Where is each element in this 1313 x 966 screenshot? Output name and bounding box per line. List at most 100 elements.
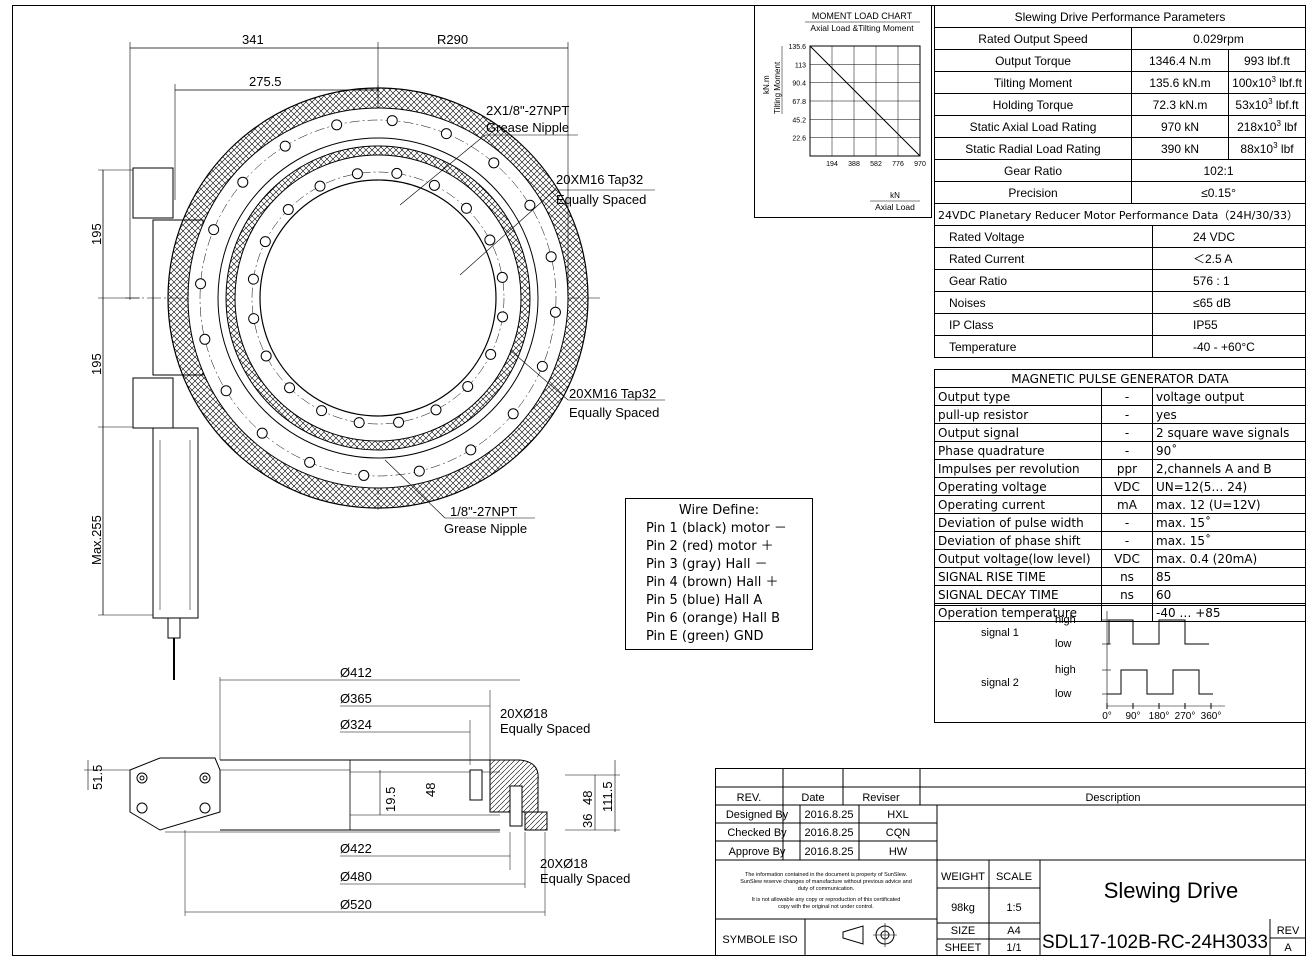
dim-max255: Max.255	[89, 515, 104, 565]
motor-value: ＜2.5 A	[1152, 247, 1306, 270]
outer-bolt-hole	[549, 306, 561, 318]
mpg-label: Output signal	[934, 423, 1102, 442]
mpg-header: MAGNETIC PULSE GENERATOR DATA	[934, 369, 1306, 388]
tb-designed-by: HXL	[887, 809, 908, 821]
outer-bolt-hole	[413, 465, 425, 477]
mpg-value: 90˚	[1152, 441, 1306, 460]
mpg-row: Deviation of pulse width-max. 15˚	[934, 513, 1306, 532]
dim-d422: Ø422	[340, 841, 372, 856]
signal-angle-label: 0°	[1102, 711, 1112, 722]
outer-bolt-hole	[220, 385, 232, 397]
tb-symbole-label: SYMBOLE ISO	[722, 934, 798, 946]
tb-notice-2: SunSlew reserve changes of manufacture w…	[740, 879, 912, 885]
inner-bolt-hole	[248, 313, 260, 325]
inner-bolt-hole	[496, 271, 508, 283]
chart-subtitle: Axial Load &Tilting Moment	[810, 23, 914, 33]
outer-bolt-hole	[465, 444, 477, 456]
performance-value-imperial: 53x103 lbf.ft	[1228, 93, 1306, 116]
chart-ytick-label: 90.4	[792, 81, 806, 88]
performance-label: Holding Torque	[934, 93, 1132, 116]
performance-value-metric: 135.6 kN.m	[1131, 71, 1229, 94]
motor-label: Rated Current	[934, 247, 1153, 270]
tb-designed-date: 2016.8.25	[805, 809, 854, 821]
mpg-label: pull-up resistor	[934, 405, 1102, 424]
motor-row: Noises≤65 dB	[934, 291, 1306, 314]
motor-row: Temperature-40 - +60°C	[934, 335, 1306, 358]
mpg-label: Output type	[934, 387, 1102, 406]
outer-bolt-hole	[195, 278, 207, 290]
tb-notice-3: duty of communication.	[798, 886, 855, 892]
motor-value: 576 : 1	[1152, 269, 1306, 292]
tb-designed-label: Designed By	[726, 809, 789, 821]
performance-value: 102:1	[1131, 159, 1306, 182]
chart-xtick-label: 582	[870, 161, 882, 168]
tb-rev2-header: REV	[1277, 925, 1300, 937]
mpg-value: 2,channels A and B	[1152, 459, 1306, 478]
tb-approve-label: Approve By	[729, 846, 786, 858]
signal-angle-label: 270°	[1175, 711, 1196, 722]
inner-bolt-hole	[460, 202, 472, 214]
mpg-value: max. 15˚	[1152, 531, 1306, 550]
wire-define-title: Wire Define:	[678, 503, 760, 518]
inner-bolt-hole	[462, 380, 474, 392]
chart-ytick-label: 135.6	[788, 44, 806, 51]
performance-value: 0.029rpm	[1131, 27, 1306, 50]
outer-bolt-hole	[507, 408, 519, 420]
dim-36: 36	[580, 814, 595, 828]
outer-bolt-hole	[199, 333, 211, 345]
iso-projection-icon	[842, 923, 897, 947]
dim-111: 111.5	[600, 781, 615, 812]
tb-sheet-header: SHEET	[945, 942, 982, 954]
signal-angle-ticks: 0°90°180°270°360°	[1102, 703, 1221, 722]
signal-2-label: signal 2	[981, 677, 1019, 689]
tb-date-header: Date	[801, 792, 824, 804]
tb-scale: 1:5	[1006, 902, 1021, 914]
tb-approve-by: HW	[889, 846, 908, 858]
dim-51: 51.5	[90, 765, 105, 790]
mpg-label: Impulses per revolution	[934, 459, 1102, 478]
side-view: Ø412 Ø365 Ø324 20XØ18 Equally Spaced 111…	[84, 665, 630, 916]
performance-value-imperial: 218x103 lbf	[1228, 115, 1306, 138]
performance-table: Slewing Drive Performance Parameters Rat…	[934, 5, 1306, 204]
performance-value-imperial: 993 lbf.ft	[1228, 49, 1306, 72]
performance-value-imperial: 88x103 lbf	[1228, 137, 1306, 160]
chart-ytick-label: 67.8	[792, 99, 806, 106]
motor-label: Noises	[934, 291, 1153, 314]
performance-value: ≤0.15°	[1131, 181, 1306, 204]
mpg-row: Output signal-2 square wave signals	[934, 423, 1306, 442]
mpg-value: 85	[1152, 567, 1306, 586]
outer-bolt-hole	[524, 199, 536, 211]
wire-define-box: Wire Define: Pin 1 (black) motor －Pin 2 …	[625, 498, 813, 650]
mpg-label: Deviation of pulse width	[934, 513, 1102, 532]
moment-load-chart: MOMENT LOAD CHART Axial Load &Tilting Mo…	[754, 5, 932, 218]
chart-ytick-label: 113	[795, 62, 806, 69]
mpg-label: Phase quadrature	[934, 441, 1102, 460]
dim-48-left: 48	[423, 783, 438, 797]
wire-pin-row: Pin 3 (gray) Hall －	[646, 557, 768, 572]
dim-d412: Ø412	[340, 665, 372, 680]
dim-48-right: 48	[580, 791, 595, 805]
mpg-value: max. 0.4 (20mA)	[1152, 549, 1306, 568]
mpg-value: -40 … +85	[1152, 603, 1306, 622]
title-block: REV. Date Reviser Description Designed B…	[715, 768, 1306, 956]
inner-bolt-hole	[260, 350, 272, 362]
tb-size: A4	[1007, 925, 1020, 937]
inner-bolt-hole	[428, 179, 440, 191]
performance-value-metric: 72.3 kN.m	[1131, 93, 1229, 116]
mpg-value: yes	[1152, 405, 1306, 424]
motor-value: -40 - +60°C	[1152, 335, 1306, 358]
inner-bolt-hole	[247, 273, 259, 285]
mpg-row: Operation temperature-40 … +85	[934, 603, 1306, 622]
chart-ytick-label: 22.6	[792, 136, 806, 143]
tb-checked-date: 2016.8.25	[805, 827, 854, 839]
